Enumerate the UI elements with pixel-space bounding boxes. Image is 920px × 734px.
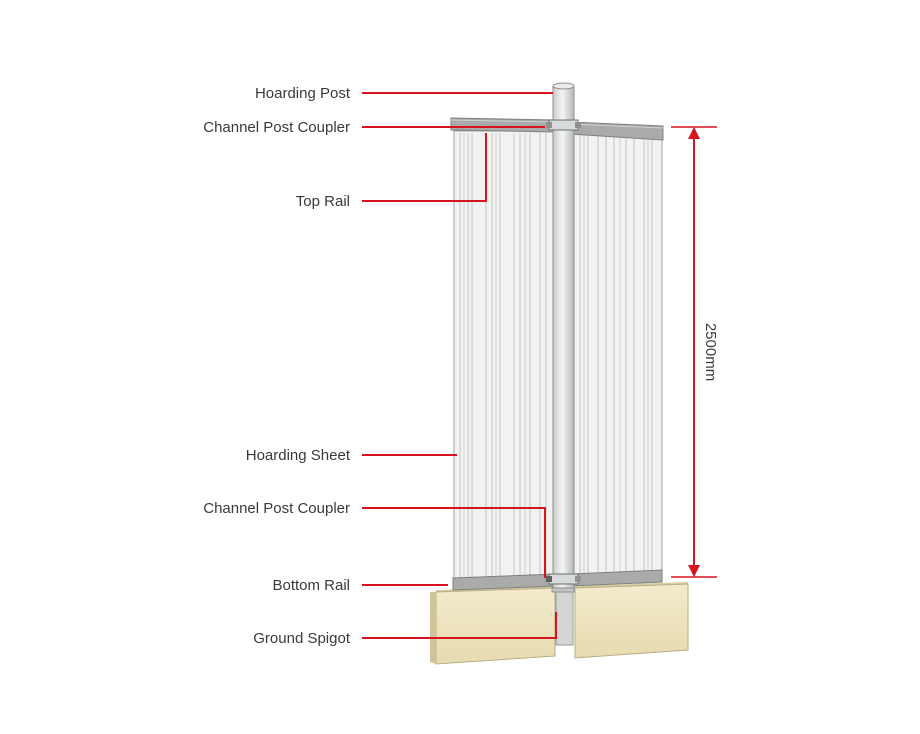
label-hoarding-sheet: Hoarding Sheet <box>246 447 351 464</box>
height-dimension-label: 2500mm <box>702 323 719 381</box>
hoarding-sheet-right <box>571 130 663 579</box>
hoarding-sheet-left <box>453 130 555 581</box>
height-dimension <box>671 126 717 578</box>
leader-ground-spigot <box>362 612 557 639</box>
leader-top-rail <box>362 133 487 202</box>
channel-post-coupler-top-shape <box>546 119 581 131</box>
label-ground-spigot: Ground Spigot <box>253 630 351 647</box>
label-hoarding-post: Hoarding Post <box>255 85 351 102</box>
label-top-rail: Top Rail <box>296 193 350 210</box>
label-channel-post-coupler-bottom: Channel Post Coupler <box>203 500 350 517</box>
label-bottom-rail: Bottom Rail <box>272 577 350 594</box>
hoarding-post <box>552 82 575 589</box>
channel-post-coupler-bottom-shape <box>546 573 581 585</box>
concrete-block-right <box>574 582 689 659</box>
concrete-block-left <box>430 586 556 665</box>
leader-channel-post-coupler-bottom <box>362 507 546 578</box>
bottom-rail <box>452 569 663 591</box>
label-channel-post-coupler-top: Channel Post Coupler <box>203 119 350 136</box>
